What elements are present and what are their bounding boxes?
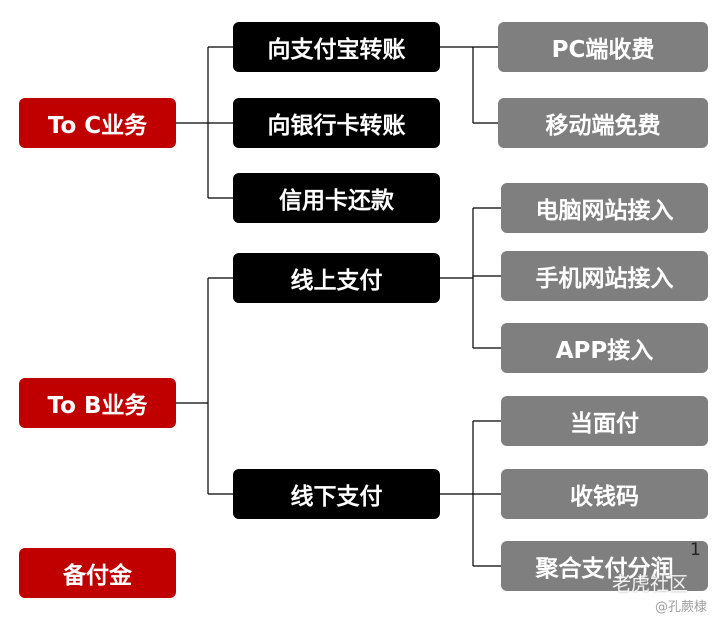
category-to-c: To C业务 — [19, 98, 176, 148]
node-cashier-code: 收钱码 — [501, 469, 708, 519]
node-face-pay: 当面付 — [501, 396, 708, 446]
node-pc-site: 电脑网站接入 — [501, 183, 708, 233]
watermark-site: 老虎社区 — [612, 573, 689, 595]
node-split-profit: 聚合支付分润 — [501, 541, 708, 591]
node-bank-transfer: 向银行卡转账 — [233, 98, 440, 148]
node-alipay-transfer: 向支付宝转账 — [233, 22, 440, 72]
node-mobile-free: 移动端免费 — [498, 98, 708, 148]
node-offline-pay: 线下支付 — [233, 469, 440, 519]
page-number: 1 — [690, 540, 701, 560]
node-app: APP接入 — [501, 323, 708, 373]
watermark-author: @孔蕨棣 — [655, 600, 708, 615]
node-mobile-site: 手机网站接入 — [501, 251, 708, 301]
node-credit-repay: 信用卡还款 — [233, 173, 440, 223]
node-pc-fee: PC端收费 — [498, 22, 708, 72]
category-reserve: 备付金 — [19, 548, 176, 598]
category-to-b: To B业务 — [19, 378, 176, 428]
node-online-pay: 线上支付 — [233, 253, 440, 303]
